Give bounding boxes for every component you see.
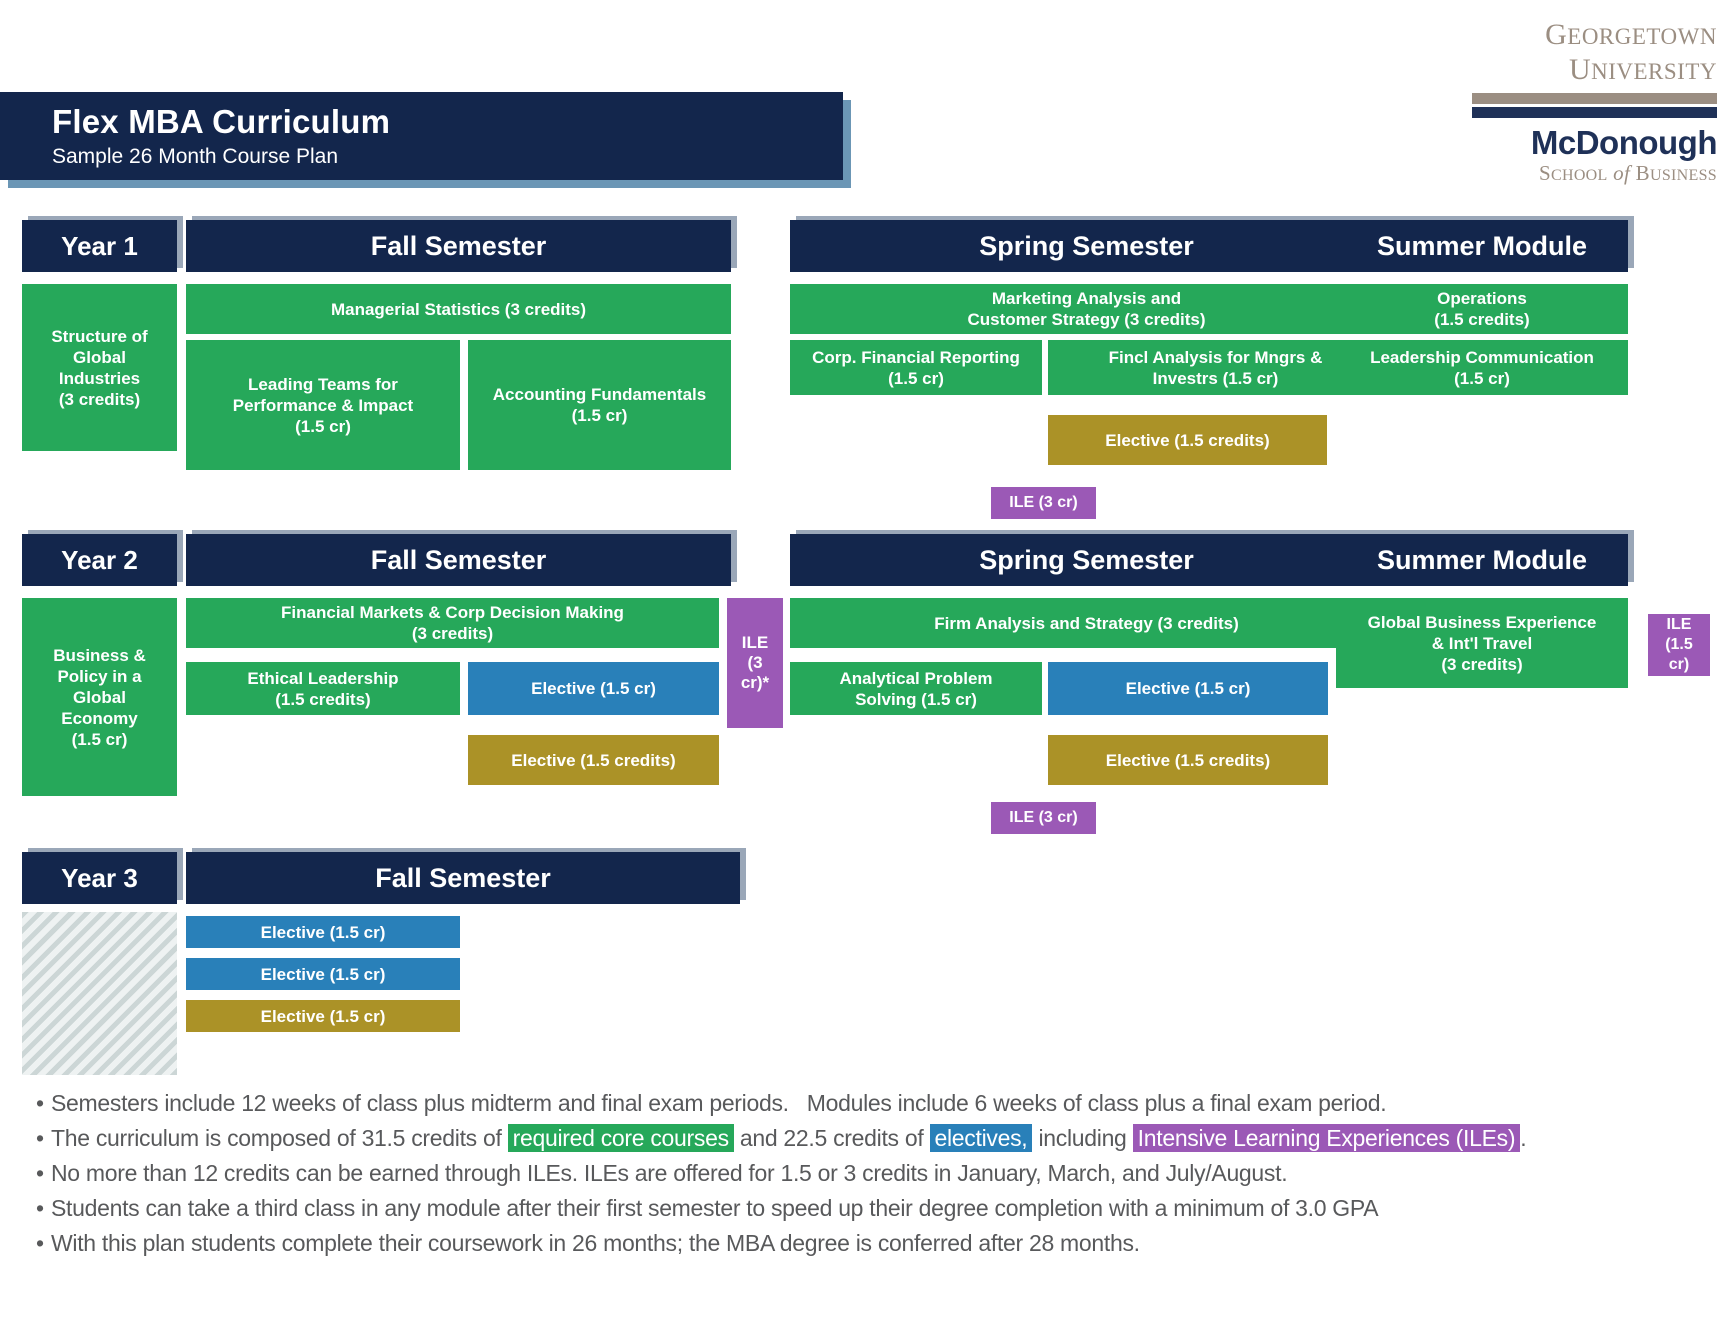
year3-placeholder-hatch — [22, 912, 177, 1075]
year1-summer-header: Summer Module — [1336, 220, 1628, 272]
course-accounting-fundamentals[interactable]: Accounting Fundamentals (1.5 cr) — [468, 340, 731, 470]
course-business-policy-global-economy[interactable]: Business & Policy in a Global Economy (1… — [22, 598, 177, 796]
course-elective-y2-fall-gold[interactable]: Elective (1.5 credits) — [468, 735, 719, 785]
year1-spring-header: Spring Semester — [790, 220, 1383, 272]
course-elective-y3-1[interactable]: Elective (1.5 cr) — [186, 916, 460, 948]
note-2-c: including — [1032, 1125, 1133, 1151]
note-2-a: The curriculum is composed of 31.5 credi… — [51, 1125, 508, 1151]
year2-spring-header: Spring Semester — [790, 534, 1383, 586]
note-2-d: . — [1520, 1125, 1527, 1151]
course-structure-of-global-industries[interactable]: Structure of Global Industries (3 credit… — [22, 284, 177, 451]
logo-tan-bar — [1472, 93, 1717, 104]
year2-header: Year 2 — [22, 534, 177, 586]
logo-school-of-business: SCHOOL of BUSINESS — [1539, 161, 1717, 185]
note-item-4: • Students can take a third class in any … — [36, 1191, 1706, 1226]
highlight-electives: electives, — [929, 1124, 1033, 1152]
note-5: With this plan students complete their c… — [51, 1230, 1140, 1256]
note-item-2: • The curriculum is composed of 31.5 cred… — [36, 1121, 1706, 1156]
course-analytical-problem-solving[interactable]: Analytical Problem Solving (1.5 cr) — [790, 662, 1042, 715]
course-fincl-analysis[interactable]: Fincl Analysis for Mngrs & Investrs (1.5… — [1048, 340, 1383, 395]
year1-header: Year 1 — [22, 220, 177, 272]
bullet-glyph-2: • — [36, 1125, 44, 1151]
logo-mcdonough: McDonough — [1530, 124, 1718, 161]
course-elective-y3-3[interactable]: Elective (1.5 cr) — [186, 1000, 460, 1032]
note-item-1: • Semesters include 12 weeks of class plu… — [36, 1086, 1706, 1121]
course-managerial-statistics[interactable]: Managerial Statistics (3 credits) — [186, 284, 731, 334]
year2-fall-header: Fall Semester — [186, 534, 731, 586]
logo-georgetown: GEORGETOWN — [1545, 18, 1717, 51]
year2-summer-header: Summer Module — [1336, 534, 1628, 586]
note-2-b: and 22.5 credits of — [733, 1125, 930, 1151]
course-elective-y3-2[interactable]: Elective (1.5 cr) — [186, 958, 460, 990]
note-1-a: Semesters include 12 weeks of class plus… — [51, 1090, 789, 1116]
note-item-5: • With this plan students complete their … — [36, 1226, 1706, 1261]
bullet-glyph-1: • — [36, 1090, 44, 1116]
course-financial-markets-corp-decision[interactable]: Financial Markets & Corp Decision Making… — [186, 598, 719, 648]
notes-list: • Semesters include 12 weeks of class plu… — [36, 1086, 1706, 1261]
note-4: Students can take a third class in any m… — [51, 1195, 1379, 1221]
logo-navy-bar — [1472, 107, 1717, 118]
course-ethical-leadership[interactable]: Ethical Leadership (1.5 credits) — [186, 662, 460, 715]
course-leading-teams[interactable]: Leading Teams for Performance & Impact (… — [186, 340, 460, 470]
note-3: No more than 12 credits can be earned th… — [51, 1160, 1288, 1186]
badge-ile-y2-summer[interactable]: ILE (1.5 cr) — [1648, 614, 1710, 676]
year1-fall-header: Fall Semester — [186, 220, 731, 272]
course-elective-y2-spring-blue[interactable]: Elective (1.5 cr) — [1048, 662, 1328, 715]
page-title: Flex MBA Curriculum — [52, 103, 391, 140]
badge-ile-y2-fall[interactable]: ILE (3 cr)* — [727, 598, 783, 728]
georgetown-mcdonough-logo: GEORGETOWN UNIVERSITY McDonough SCHOOL o… — [1472, 18, 1718, 188]
badge-ile-y2-spring[interactable]: ILE (3 cr) — [991, 802, 1096, 834]
course-global-business-experience[interactable]: Global Business Experience & Int'l Trave… — [1336, 598, 1628, 688]
page-title-block: Flex MBA Curriculum Sample 26 Month Cour… — [0, 92, 843, 180]
note-1-b: Modules include 6 weeks of class plus a … — [806, 1090, 1387, 1116]
logo-university: UNIVERSITY — [1568, 53, 1717, 86]
bullet-glyph-5: • — [36, 1230, 44, 1256]
badge-ile-y1-spring[interactable]: ILE (3 cr) — [991, 487, 1096, 519]
year3-header: Year 3 — [22, 852, 177, 904]
course-elective-y2-spring-gold[interactable]: Elective (1.5 credits) — [1048, 735, 1328, 785]
course-corp-financial-reporting[interactable]: Corp. Financial Reporting (1.5 cr) — [790, 340, 1042, 395]
page-subtitle: Sample 26 Month Course Plan — [52, 145, 338, 168]
course-elective-y1-spring-gold[interactable]: Elective (1.5 credits) — [1048, 415, 1327, 465]
note-item-3: • No more than 12 credits can be earned t… — [36, 1156, 1706, 1191]
course-elective-y2-fall-blue[interactable]: Elective (1.5 cr) — [468, 662, 719, 715]
highlight-required-core-courses: required core courses — [507, 1124, 734, 1152]
course-leadership-communication[interactable]: Leadership Communication (1.5 cr) — [1336, 340, 1628, 395]
year3-fall-header: Fall Semester — [186, 852, 740, 904]
course-firm-analysis-strategy[interactable]: Firm Analysis and Strategy (3 credits) — [790, 598, 1383, 648]
course-operations[interactable]: Operations (1.5 credits) — [1336, 284, 1628, 334]
course-marketing-analysis[interactable]: Marketing Analysis and Customer Strategy… — [790, 284, 1383, 334]
bullet-glyph-3: • — [36, 1160, 44, 1186]
bullet-glyph-4: • — [36, 1195, 44, 1221]
highlight-iles: Intensive Learning Experiences (ILEs) — [1132, 1124, 1521, 1152]
